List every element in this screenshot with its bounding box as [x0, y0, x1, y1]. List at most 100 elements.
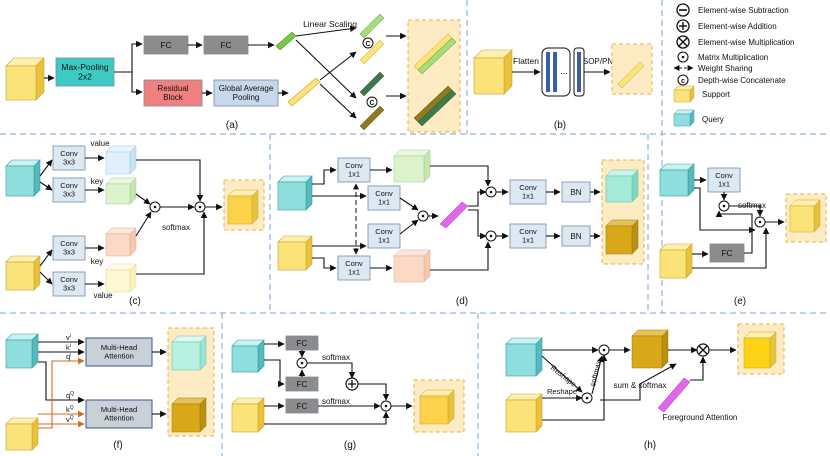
- output-highlight-h: [737, 323, 785, 375]
- k-Q-label: kQ: [66, 405, 74, 414]
- flatten-vectors: ...: [541, 47, 585, 97]
- foreground-attention-label: Foreground Attention: [663, 413, 738, 422]
- reshape-label: Reshape: [547, 387, 577, 396]
- output-highlight-g: [413, 379, 465, 433]
- query-block-icon: [505, 337, 543, 377]
- key-feature-block: [105, 227, 137, 257]
- c-circle-icon: c: [677, 74, 689, 86]
- sum-softmax-label: sum & softmax: [614, 381, 667, 390]
- fc-label: FC: [297, 402, 308, 411]
- dot-circle-icon: [754, 216, 766, 228]
- query-block-icon: [659, 163, 695, 197]
- query-block-icon: [231, 339, 265, 373]
- legend-label-subtraction: Element-wise Subtraction: [698, 6, 789, 15]
- panel-g: FC FC FC softmax softmax: [231, 335, 465, 451]
- support-block-icon: [5, 255, 41, 291]
- caption-c: (c): [129, 296, 141, 307]
- legend: Element-wise Subtraction Element-wise Ad…: [673, 3, 794, 127]
- k-i-label: ki: [66, 343, 71, 352]
- caption-e: (e): [734, 296, 746, 307]
- dot-circle-icon: [598, 344, 610, 356]
- legend-label-matmul: Matrix Multiplication: [698, 53, 768, 62]
- softmax-label: softmax: [162, 223, 190, 232]
- key-feature-block: [105, 177, 137, 205]
- fc-box-2: FC: [203, 35, 249, 55]
- fc-label: FC: [297, 380, 308, 389]
- dot-circle-icon: [485, 186, 497, 198]
- legend-label-support: Support: [702, 90, 731, 99]
- legend-label-multiplication: Element-wise Multiplication: [698, 38, 794, 47]
- softmax-label: softmax: [322, 397, 350, 406]
- bn-label: BN: [570, 232, 581, 241]
- fc-box-1: FC: [143, 35, 189, 55]
- dot-circle-icon: [677, 51, 689, 63]
- bn-box: BN: [561, 181, 591, 203]
- fc-label-2: FC: [220, 40, 231, 50]
- query-block-icon: [673, 109, 695, 127]
- caption-f: (f): [113, 440, 122, 451]
- legend-label-weight-sharing: Weight Sharing: [698, 64, 753, 73]
- query-block-icon: [5, 333, 39, 369]
- legend-label-addition: Element-wise Addition: [698, 22, 777, 31]
- panel-b: Flatten ... SOP/PN (b): [473, 43, 653, 131]
- output-highlight-f: [167, 327, 215, 437]
- caption-g: (g): [344, 440, 356, 451]
- bn-label: BN: [570, 188, 581, 197]
- dot-circle-icon: [581, 392, 593, 404]
- svg-text:c: c: [681, 78, 685, 85]
- output-highlight-c: [223, 179, 265, 231]
- plus-circle-icon: [676, 19, 690, 33]
- c-circle-icon: C: [362, 37, 374, 49]
- panel-h: Reshape Reshape softmax sum & softmax Fo…: [505, 323, 785, 451]
- value-feature-block: [105, 263, 137, 293]
- support-block-icon: [673, 85, 695, 103]
- fc-box: FC: [285, 335, 319, 351]
- support-block-icon: [505, 393, 543, 433]
- dot-circle-icon: [380, 400, 392, 412]
- support-block-icon: [5, 57, 45, 101]
- query-block-icon: [277, 175, 313, 211]
- value-label: value: [93, 291, 113, 300]
- dot-circle-icon: [194, 201, 206, 213]
- concat-label-2: C: [369, 100, 374, 107]
- v-Q-label: vQ: [66, 415, 74, 424]
- bn-box: BN: [561, 225, 591, 247]
- caption-b: (b): [554, 120, 566, 131]
- times-circle-icon: [676, 35, 690, 49]
- flatten-label: Flatten: [513, 56, 539, 66]
- output-highlight-a: [407, 19, 461, 133]
- support-block-icon: [659, 243, 693, 279]
- dot-circle-icon: [485, 230, 497, 242]
- dot-circle-icon: [718, 200, 730, 212]
- concat-label-1: C: [365, 41, 370, 48]
- fc-label: FC: [297, 339, 308, 348]
- fc-box: FC: [709, 243, 745, 263]
- softmax-label: softmax: [322, 353, 350, 362]
- fc-box: FC: [285, 398, 319, 414]
- linear-scaling-label: Linear Scaling: [303, 19, 357, 29]
- times-circle-icon: [696, 343, 710, 357]
- c-circle-icon: C: [366, 96, 378, 108]
